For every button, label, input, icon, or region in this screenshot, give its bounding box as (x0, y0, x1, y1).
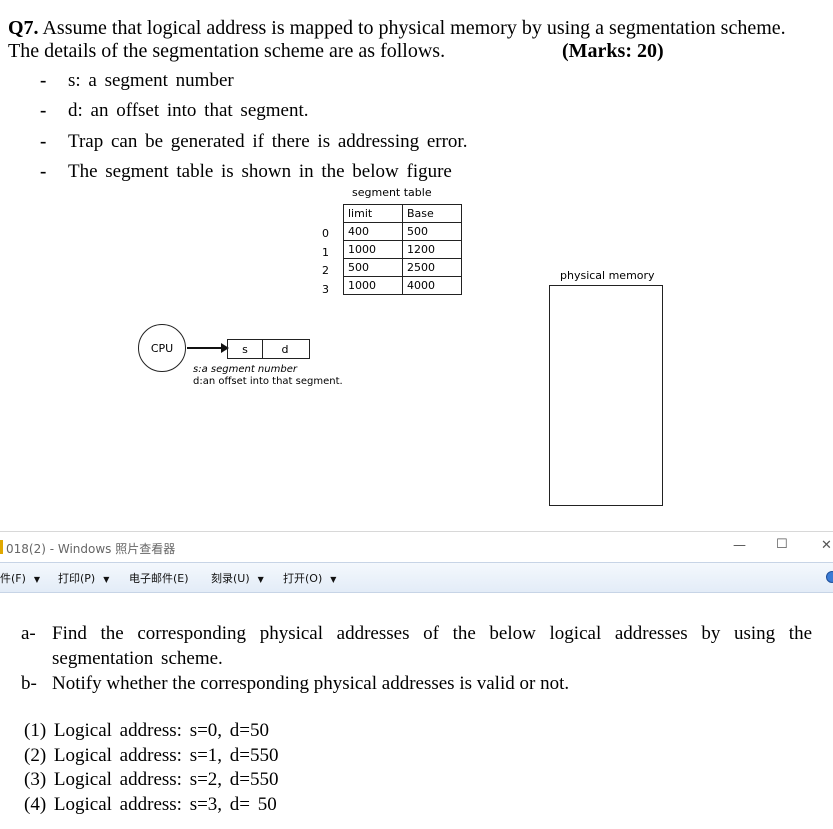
row-index: 2 (322, 264, 329, 277)
s-field-box: s (227, 339, 263, 359)
logical-address-item: (3) Logical address: s=2, d=550 (24, 769, 279, 790)
logical-address-item: (2) Logical address: s=1, d=550 (24, 745, 279, 766)
s-field-label: s (242, 342, 248, 356)
table-row: 1000 1200 (343, 240, 462, 259)
minimize-button[interactable]: — (733, 538, 746, 553)
help-icon[interactable] (826, 571, 833, 583)
menu-open[interactable]: 打开(O)▼ (283, 572, 337, 585)
column-header-base: Base (402, 204, 462, 223)
segment-table-block: 0 1 2 3 limit Base 400 500 1000 1200 500… (322, 204, 467, 304)
question-number: Q7. (8, 17, 39, 39)
physical-memory-label: physical memory (560, 269, 655, 282)
limit-cell: 1000 (343, 276, 403, 295)
table-row: 500 2500 (343, 258, 462, 277)
base-cell: 2500 (402, 258, 462, 277)
column-header-limit: limit (343, 204, 403, 223)
menu-file[interactable]: 件(F)▼ (0, 572, 41, 585)
logical-address-item: (1) Logical address: s=0, d=50 (24, 720, 270, 741)
legend-s: s:a segment number (193, 364, 297, 375)
part-a: a- Find the corresponding physical addre… (21, 621, 821, 671)
logical-address-item: (4) Logical address: s=3, d= 50 (24, 794, 277, 815)
bullet-item: -The segment table is shown in the below… (40, 161, 452, 182)
chevron-down-icon: ▼ (103, 575, 110, 584)
segment-table-title: segment table (352, 186, 432, 199)
part-label: b- (21, 673, 37, 694)
part-text: Notify whether the corresponding physica… (52, 673, 570, 694)
viewer-titlebar: 018(2) - Windows 照片查看器 — ☐ ✕ (0, 531, 833, 562)
bullet-item: -Trap can be generated if there is addre… (40, 131, 468, 152)
maximize-button[interactable]: ☐ (776, 537, 788, 552)
base-cell: 500 (402, 222, 462, 241)
chevron-down-icon: ▼ (33, 575, 41, 584)
limit-cell: 500 (343, 258, 403, 277)
legend-d: d:an offset into that segment. (193, 376, 343, 387)
bullet-item: -d: an offset into that segment. (40, 100, 309, 121)
base-cell: 1200 (402, 240, 462, 259)
table-header-row: limit Base (343, 204, 462, 223)
physical-memory-box (549, 285, 663, 506)
cpu-circle: CPU (138, 324, 186, 372)
cpu-label: CPU (150, 341, 174, 355)
limit-cell: 400 (343, 222, 403, 241)
marks-label: (Marks: 20) (562, 40, 664, 62)
row-index: 1 (322, 246, 329, 259)
base-cell: 4000 (402, 276, 462, 295)
app-icon (0, 540, 3, 554)
chevron-down-icon: ▼ (330, 575, 337, 584)
d-field-label: d (281, 342, 289, 356)
limit-cell: 1000 (343, 240, 403, 259)
close-button[interactable]: ✕ (821, 538, 832, 553)
d-field-box: d (261, 339, 310, 359)
bullet-item: -s: a segment number (40, 70, 234, 91)
question-header: Q7. Assume that logical address is mappe… (8, 17, 786, 39)
part-label: a- (21, 623, 36, 644)
menu-email[interactable]: 电子邮件(E) (129, 572, 189, 585)
menu-print[interactable]: 打印(P)▼ (58, 572, 110, 585)
viewer-menubar: 件(F)▼ 打印(P)▼ 电子邮件(E) 刻录(U)▼ 打开(O)▼ (0, 562, 833, 593)
row-index: 0 (322, 227, 329, 240)
table-row: 1000 4000 (343, 276, 462, 295)
chevron-down-icon: ▼ (257, 575, 264, 584)
menu-burn[interactable]: 刻录(U)▼ (211, 572, 264, 585)
table-row: 400 500 (343, 222, 462, 241)
viewer-title: 018(2) - Windows 照片查看器 (6, 542, 176, 556)
part-text: Find the corresponding physical addresse… (52, 623, 812, 669)
part-b: b- Notify whether the corresponding phys… (21, 671, 821, 697)
question-line-1: Assume that logical address is mapped to… (42, 17, 786, 39)
question-line-2: The details of the segmentation scheme a… (8, 40, 446, 62)
row-index: 3 (322, 283, 329, 296)
arrow-icon (187, 343, 229, 353)
segment-table: limit Base 400 500 1000 1200 500 2500 10… (343, 204, 462, 295)
